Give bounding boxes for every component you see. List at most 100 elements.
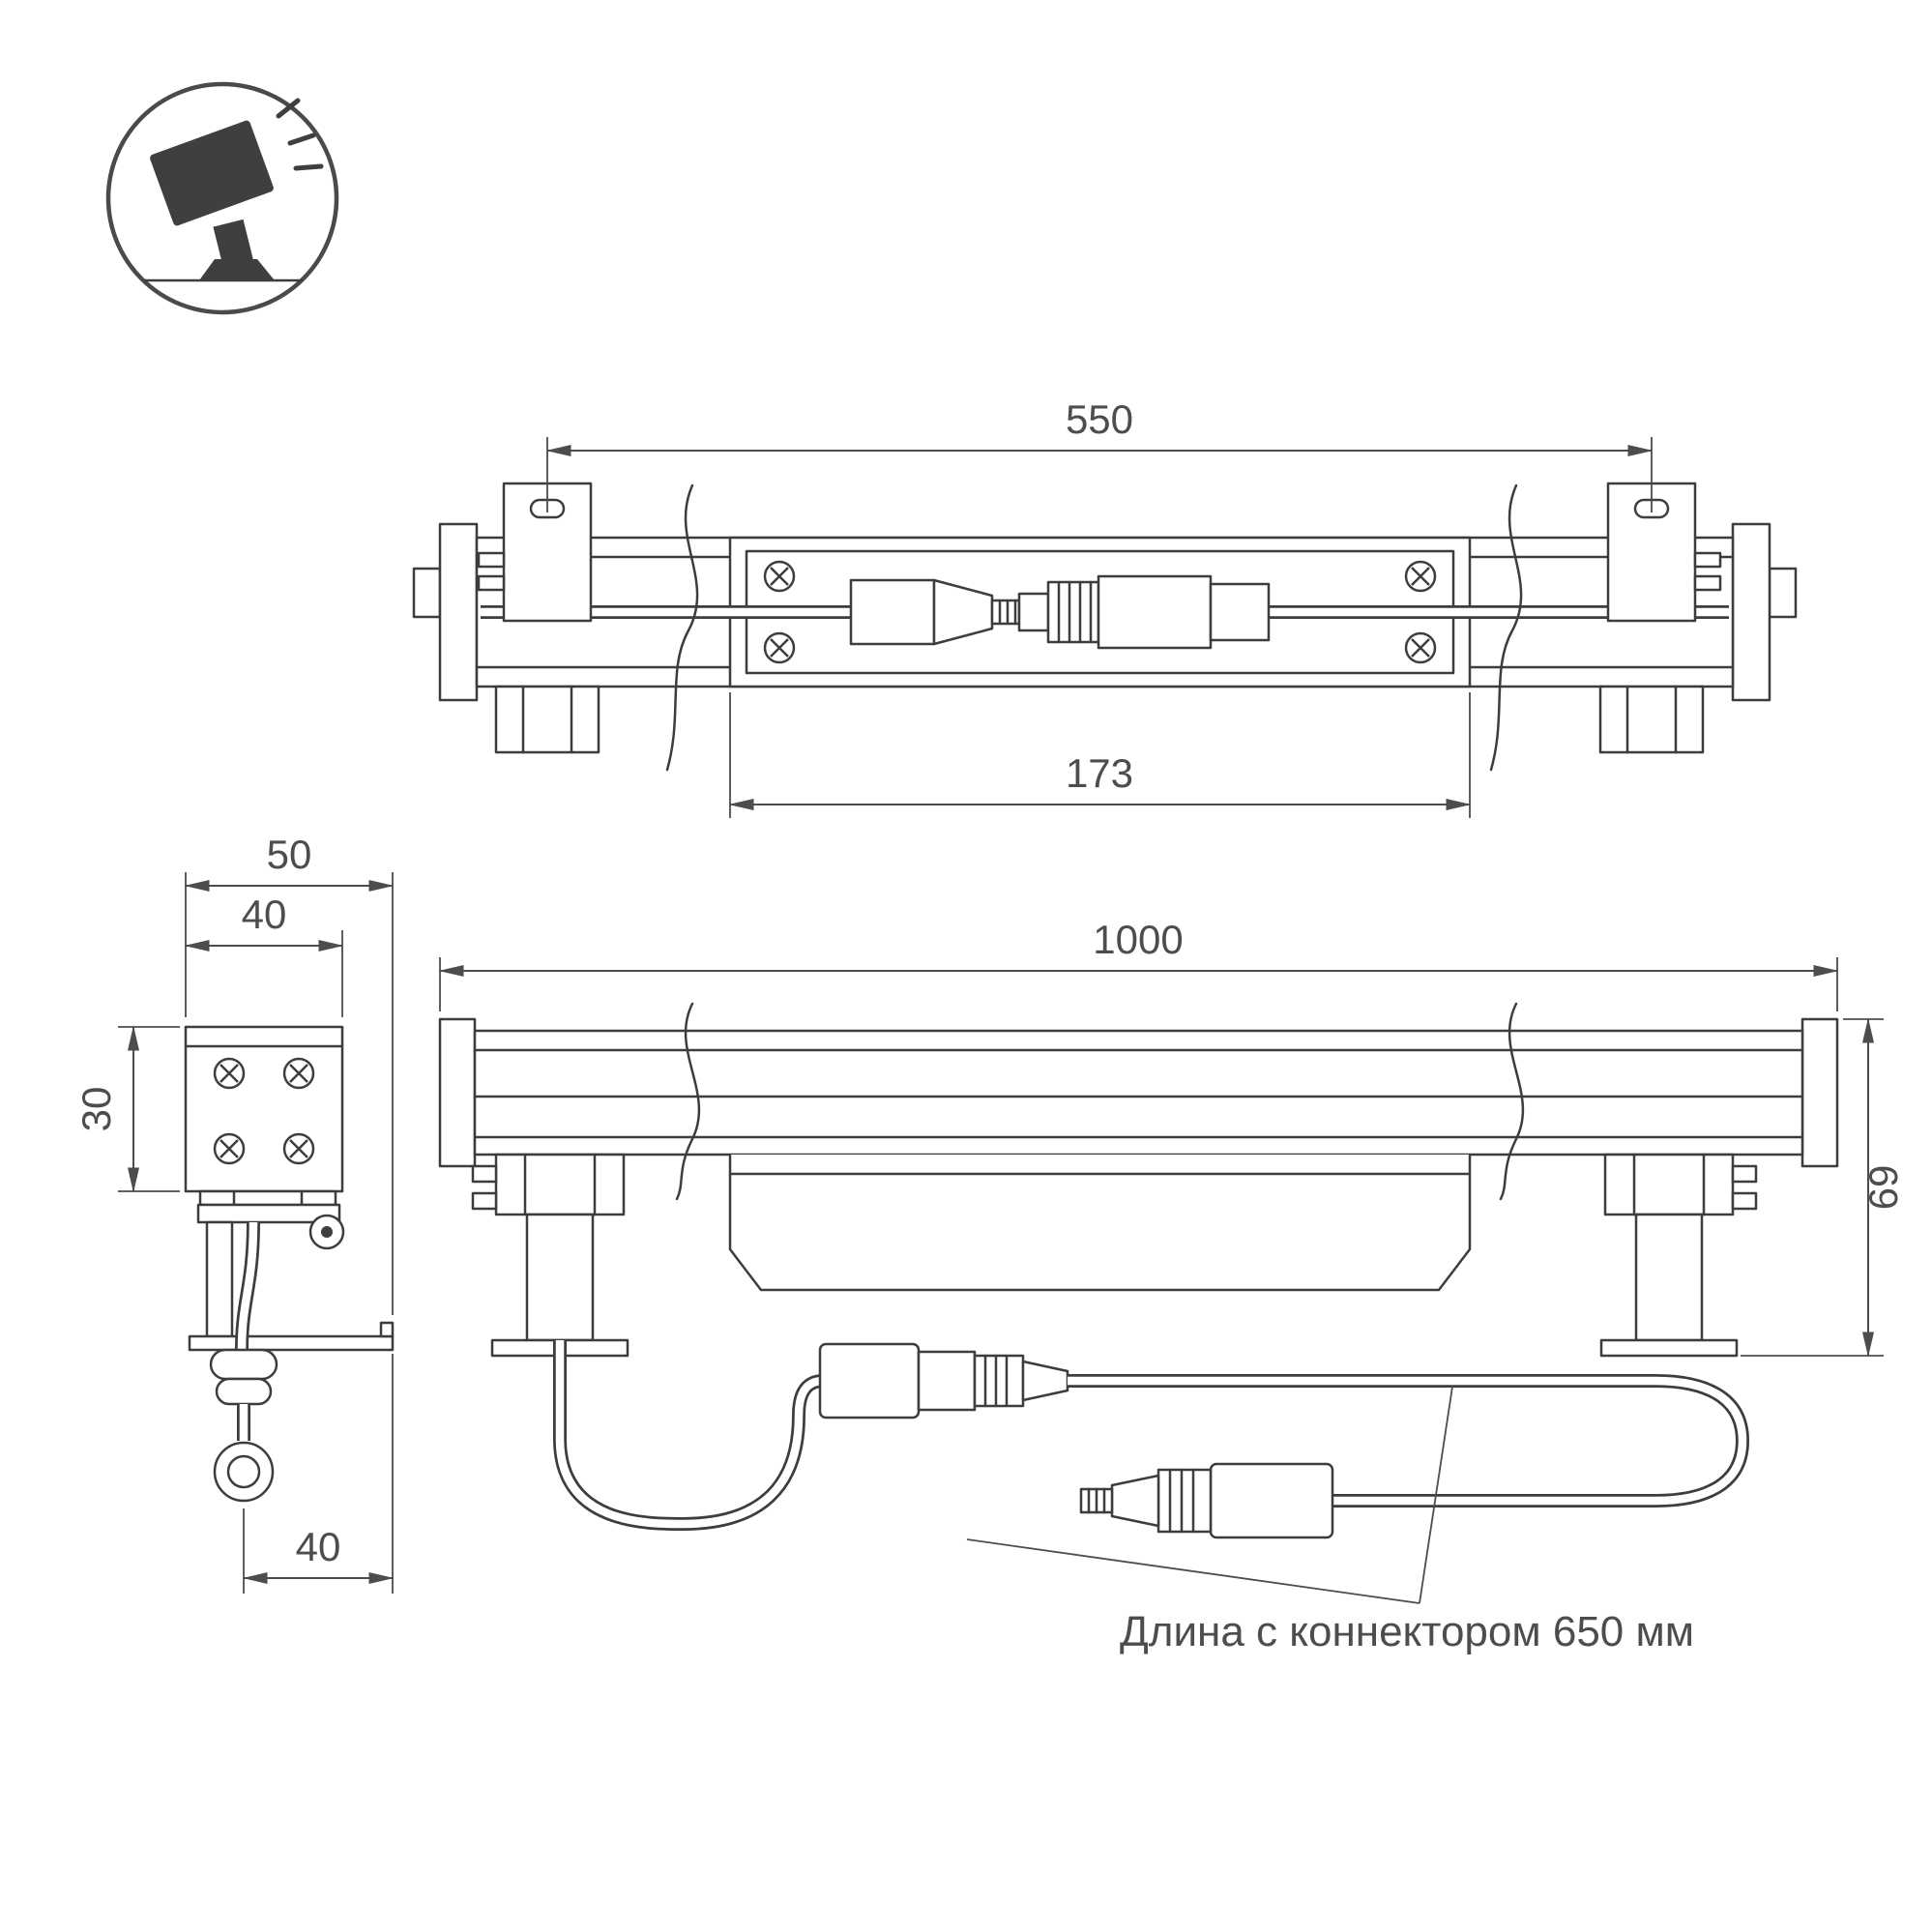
dim-module-length: 173 xyxy=(728,692,1472,818)
break-line xyxy=(675,1002,701,1201)
socket-nut-ribs xyxy=(1057,580,1093,644)
cable-connector-pair-top xyxy=(849,574,1271,650)
mount-bracket-right-front xyxy=(1599,1153,1758,1358)
bracket-base-lines xyxy=(1625,685,1678,754)
dim-total-length: 1000 xyxy=(438,917,1839,1011)
cable xyxy=(553,1340,825,1532)
screw-icon xyxy=(1404,631,1437,664)
bracket-arm xyxy=(525,1213,595,1342)
socket-body xyxy=(818,1342,921,1420)
bracket-bolt xyxy=(1731,1191,1758,1211)
clamp-plate xyxy=(196,1203,341,1224)
plug-tip-ridges xyxy=(998,599,1017,626)
connector-tip-ridges xyxy=(1087,1487,1106,1514)
dim-profile-height: 69 xyxy=(1741,1017,1906,1358)
extension-lines xyxy=(546,437,1653,512)
socket-coupling xyxy=(1209,582,1271,642)
plug-body xyxy=(849,578,936,646)
dim-side-depth: 50 xyxy=(184,832,395,1315)
connector-length-callout: Длина с коннектором 650 мм xyxy=(966,1386,1694,1655)
plug-taper xyxy=(932,578,994,646)
light-rays-icon xyxy=(276,98,324,171)
cable-connector-pair-front xyxy=(818,1342,1069,1420)
bracket-arm xyxy=(1634,1213,1704,1342)
cable-gland-ring xyxy=(209,1348,278,1381)
bracket-foot xyxy=(1599,1338,1739,1358)
connector-end-pin xyxy=(226,1454,261,1489)
bracket-base xyxy=(1598,685,1705,754)
profile-section xyxy=(184,1025,344,1193)
break-line xyxy=(1489,483,1523,772)
dim-total-length-label: 1000 xyxy=(1093,917,1183,962)
bracket-bolt xyxy=(477,574,506,592)
end-bolt-right xyxy=(1768,567,1798,619)
end-cap-right xyxy=(1731,522,1771,702)
bracket-bolt xyxy=(471,1164,498,1184)
bracket-arm-side xyxy=(205,1220,234,1338)
screw-icon xyxy=(282,1132,315,1165)
dim-side-width-label: 40 xyxy=(242,892,287,937)
bracket-foot-side xyxy=(188,1334,395,1352)
dim-side-height: 30 xyxy=(73,1025,180,1193)
end-cap-right xyxy=(1800,1017,1839,1168)
bracket-clamp-lines xyxy=(1632,1153,1706,1216)
break-line xyxy=(1499,1002,1525,1201)
bracket-bolt xyxy=(1693,551,1722,569)
mount-bracket-right-top xyxy=(1598,482,1722,754)
dim-module-length-label: 173 xyxy=(1066,750,1133,796)
connector-nut-ribs xyxy=(1168,1468,1195,1534)
bracket-foot-lip xyxy=(379,1321,395,1338)
break-line xyxy=(665,483,699,772)
plug-nut-ribs xyxy=(983,1354,1009,1408)
connector-body xyxy=(1209,1462,1334,1539)
socket-coupling xyxy=(917,1350,977,1412)
screw-icon xyxy=(213,1132,246,1165)
dim-side-depth-label: 50 xyxy=(267,832,312,877)
bracket-bolt xyxy=(1693,574,1722,592)
bracket-base xyxy=(494,685,600,754)
bracket-bolt xyxy=(1731,1164,1758,1184)
cable-gland-ring xyxy=(215,1377,273,1406)
dim-mount-spacing: 550 xyxy=(545,396,1654,512)
dim-mount-spacing-label: 550 xyxy=(1066,396,1133,442)
leader-line xyxy=(966,1386,1453,1604)
mounting-rail xyxy=(198,1189,337,1207)
top-view xyxy=(412,482,1798,772)
connector-nut xyxy=(1156,1468,1213,1534)
screw-icon xyxy=(1404,560,1437,593)
connector-taper xyxy=(1110,1474,1160,1528)
screw-icon xyxy=(282,1057,315,1090)
extension-lines xyxy=(118,1026,180,1192)
dim-side-width: 40 xyxy=(184,892,344,1017)
dim-side-offset-label: 40 xyxy=(296,1524,341,1569)
end-cap-left xyxy=(438,522,479,702)
screw-icon xyxy=(213,1057,246,1090)
extension-lines xyxy=(439,957,1838,1011)
dim-profile-height-label: 69 xyxy=(1860,1165,1906,1211)
housing-edges xyxy=(473,1048,1804,1139)
socket-body xyxy=(1097,574,1213,650)
floodlight-icon xyxy=(105,81,339,315)
front-view xyxy=(438,1002,1839,1539)
connector-length-note: Длина с коннектором 650 мм xyxy=(1120,1608,1694,1655)
end-bolt-left xyxy=(412,567,442,619)
rail-slots xyxy=(232,1189,304,1207)
end-connector-front xyxy=(1079,1462,1334,1539)
mount-bracket-left-front xyxy=(471,1153,629,1358)
bracket-clamp-lines xyxy=(523,1153,597,1216)
screw-icon xyxy=(763,631,796,664)
cable-core xyxy=(1068,1376,1747,1506)
dim-side-height-label: 30 xyxy=(73,1087,119,1132)
extension-lines xyxy=(729,692,1471,818)
cable-core xyxy=(237,1221,258,1351)
socket-nose xyxy=(1017,592,1050,632)
bracket-bolt xyxy=(471,1191,498,1211)
dim-side-offset: 40 xyxy=(242,1354,395,1594)
bracket-bolt xyxy=(477,551,506,569)
cable-core xyxy=(555,1340,825,1529)
screw-icon xyxy=(763,560,796,593)
plug-taper xyxy=(1021,1360,1069,1402)
side-view xyxy=(184,1025,395,1503)
